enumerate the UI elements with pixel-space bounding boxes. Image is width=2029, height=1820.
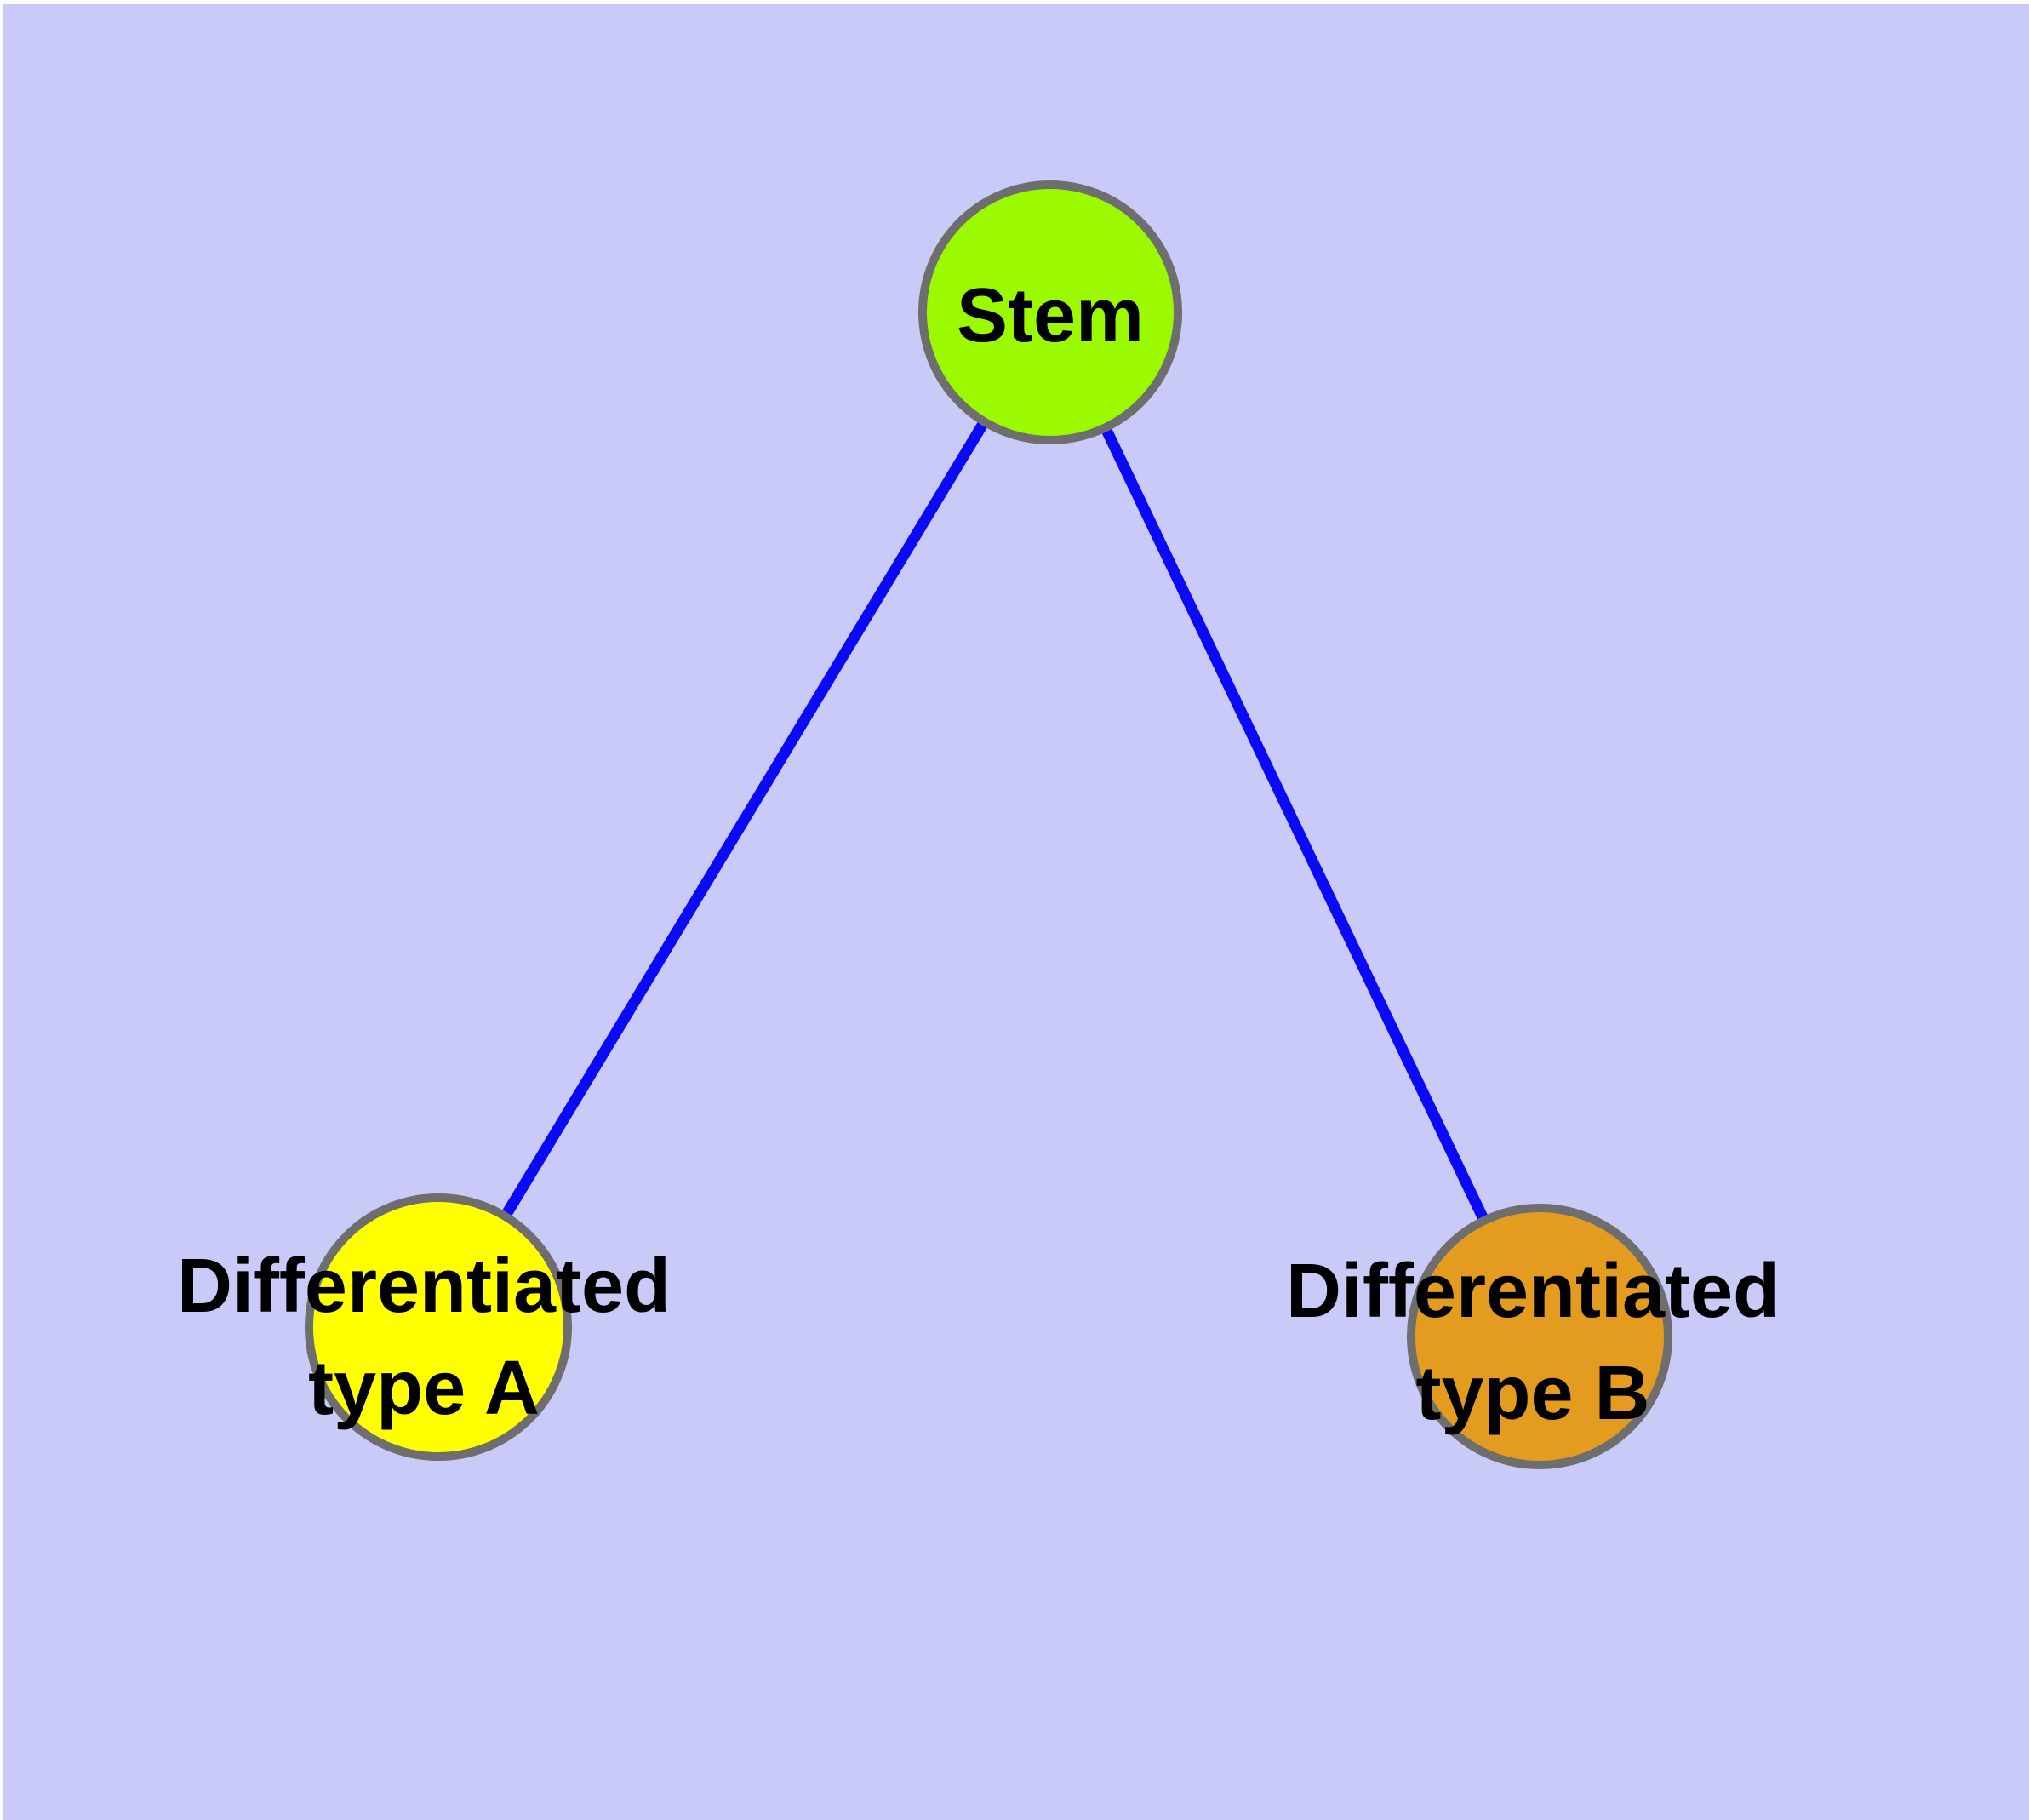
edge-stem-diff-a [433, 309, 1055, 1331]
node-label-stem: Stem [957, 273, 1144, 358]
node-diff-a [305, 1193, 572, 1461]
node-label-diff-a-line-2: type A [308, 1346, 540, 1431]
node-label-diff-a: Differentiated type A [177, 1244, 671, 1431]
node-label-diff-b-line-2: type B [1415, 1351, 1649, 1436]
node-label-diff-a-line-1: Differentiated [177, 1244, 671, 1329]
edge-stem-diff-b [1045, 310, 1545, 1339]
node-label-diff-b: Differentiated type B [1286, 1249, 1780, 1436]
node-label-diff-b-line-1: Differentiated [1286, 1249, 1780, 1334]
node-label-stem-line-1: Stem [957, 273, 1144, 358]
node-diff-b [1407, 1204, 1672, 1469]
node-stem [918, 180, 1182, 444]
